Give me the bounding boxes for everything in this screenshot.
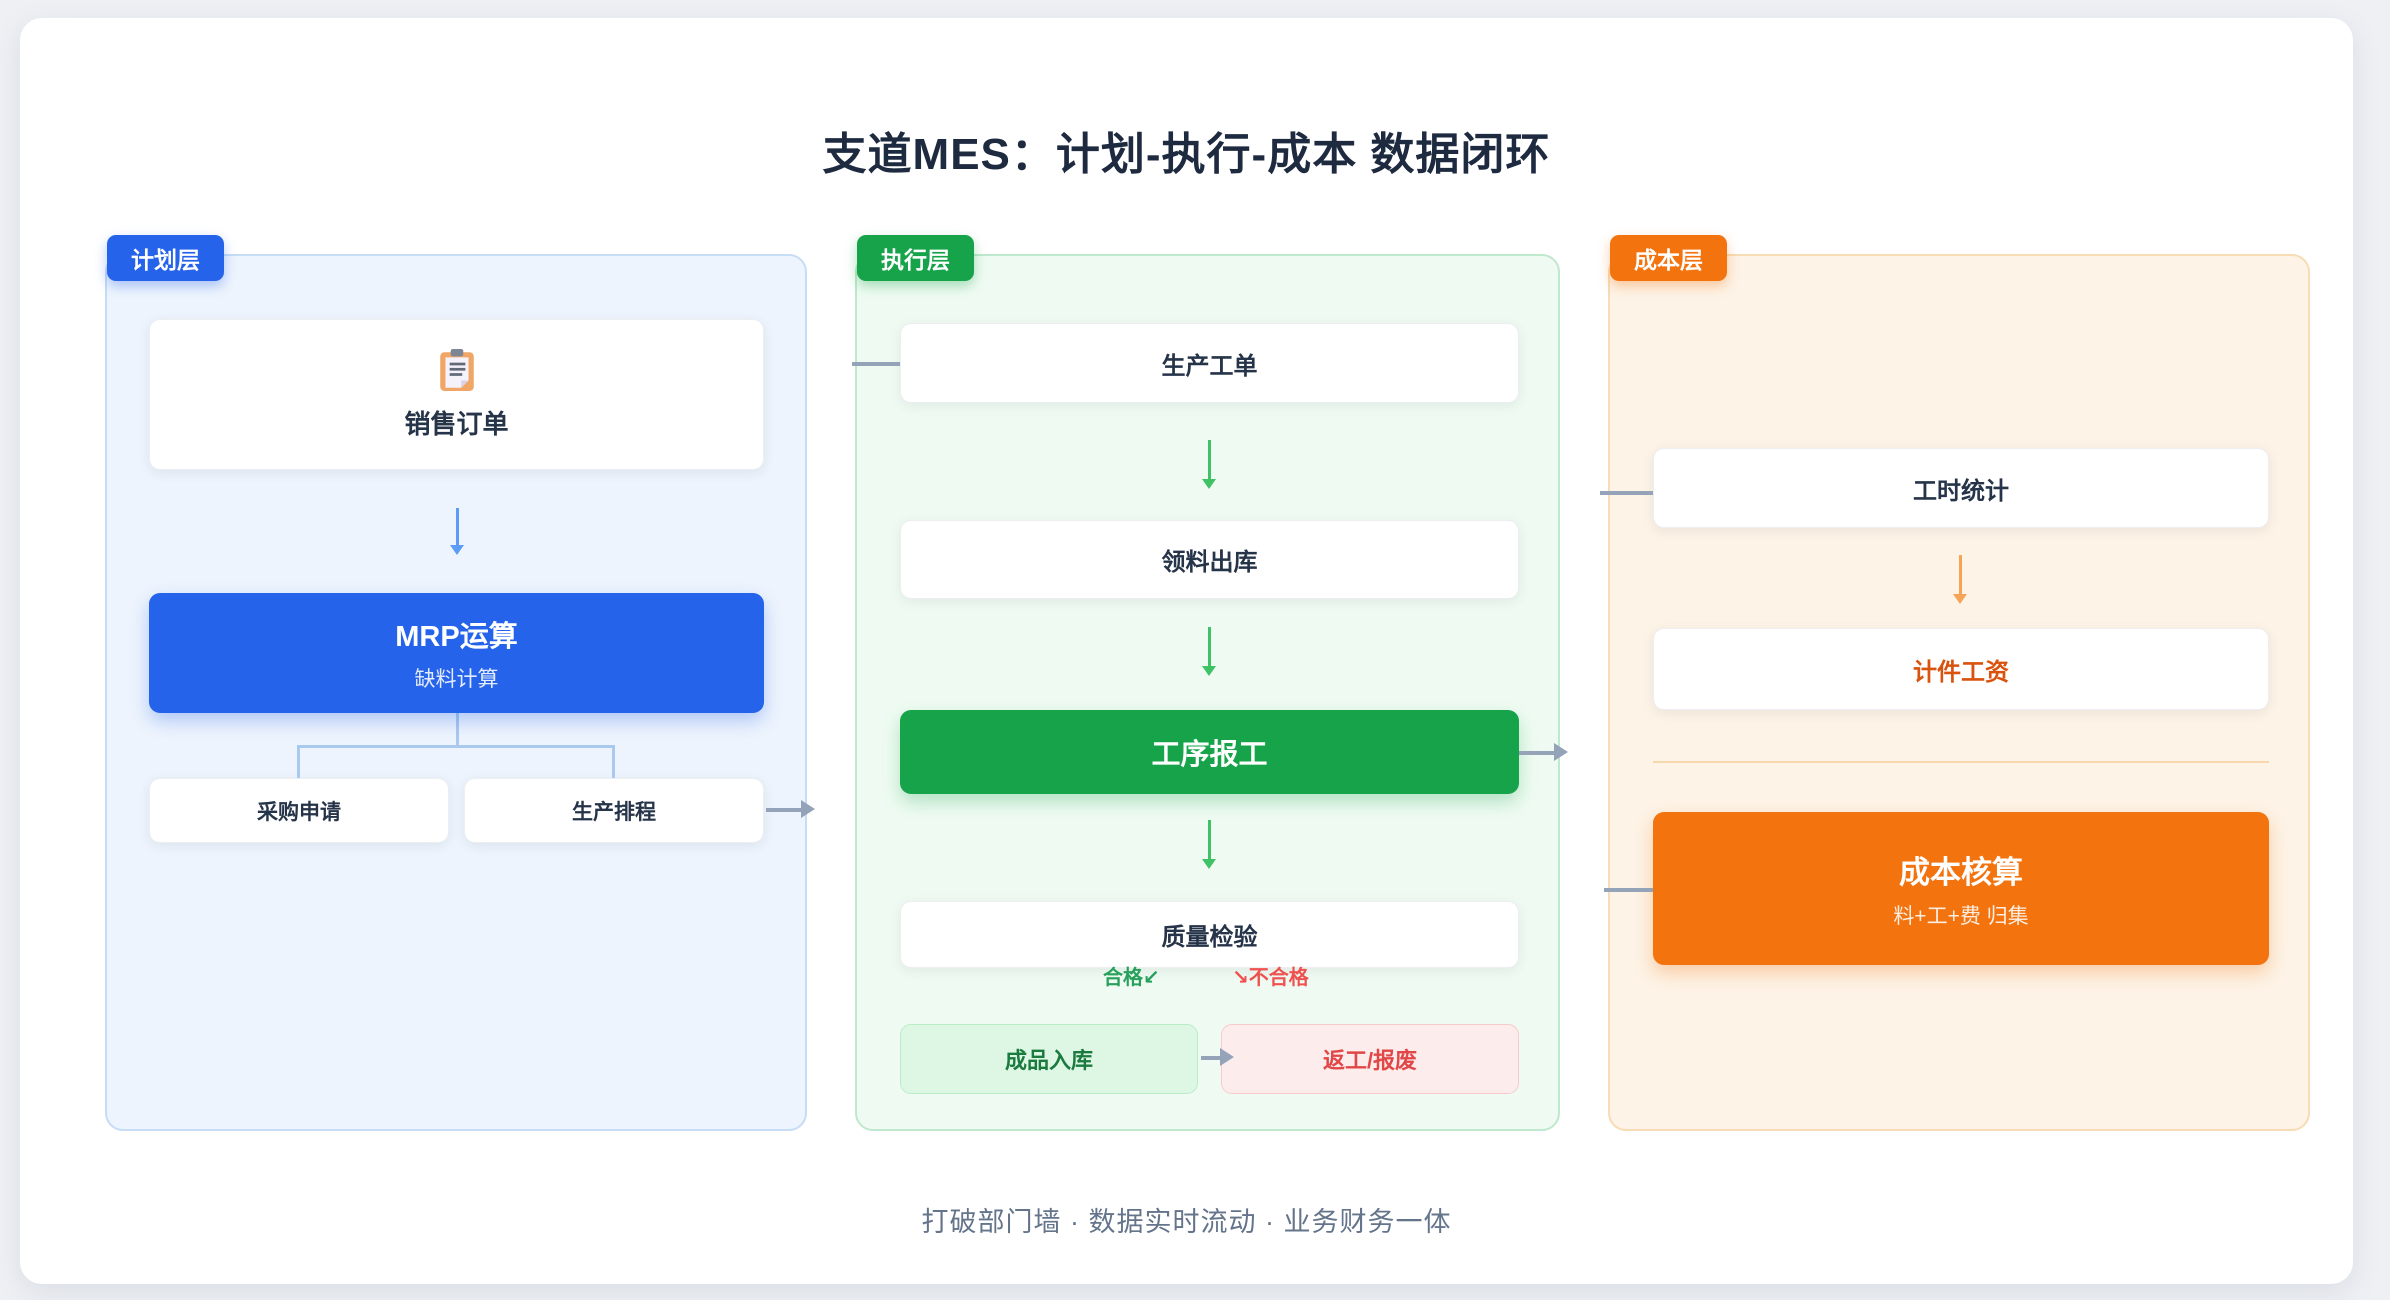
arrow-report-to-cost bbox=[1519, 744, 1568, 760]
arrow-finished-to-rework bbox=[1201, 1049, 1234, 1065]
work-order-card: 生产工单 bbox=[900, 323, 1519, 403]
tagline: 打破部门墙 · 数据实时流动 · 业务财务一体 bbox=[921, 1207, 1452, 1237]
cost-accounting-title: 成本核算 bbox=[1899, 855, 2023, 890]
arrow-material-to-report bbox=[1202, 627, 1216, 676]
rework-scrap-box: 返工/报废 bbox=[1221, 1024, 1519, 1094]
labor-hours-card: 工时统计 bbox=[1653, 448, 2269, 528]
quality-inspection-label: 质量检验 bbox=[1161, 924, 1258, 951]
work-order-label: 生产工单 bbox=[1161, 352, 1258, 380]
mrp-title: MRP运算 bbox=[395, 621, 518, 653]
diagram-card: 支道MES：计划-执行-成本 数据闭环 计划层 销售订单 MRP运算 bbox=[20, 18, 2353, 1284]
connector-into-costing bbox=[1604, 888, 1653, 892]
production-schedule-card: 生产排程 bbox=[464, 778, 764, 843]
mrp-branch-left-leg bbox=[297, 745, 300, 778]
arrow-hours-to-wage bbox=[1953, 555, 1967, 604]
finished-goods-box: 成品入库 bbox=[900, 1024, 1198, 1094]
planning-layer-badge: 计划层 bbox=[107, 235, 224, 281]
mrp-branch-right-leg bbox=[612, 745, 615, 778]
cost-accounting-box: 成本核算 料+工+费 归集 bbox=[1653, 812, 2269, 965]
arrow-schedule-to-execution bbox=[766, 801, 815, 817]
arrow-workorder-to-material bbox=[1202, 440, 1216, 489]
cost-layer-badge: 成本层 bbox=[1610, 235, 1727, 281]
execution-layer-panel: 执行层 生产工单 领料出库 工序报工 质量检验 合格↙ ↘不合格 成品入库 bbox=[852, 235, 1568, 1131]
arrow-report-to-quality bbox=[1202, 820, 1216, 869]
arrow-sales-to-mrp bbox=[450, 508, 464, 555]
cost-layer-panel: 成本层 工时统计 计件工资 成本核算 料+工+费 归集 bbox=[1600, 235, 2310, 1131]
sales-order-card: 销售订单 bbox=[149, 319, 764, 470]
production-schedule-label: 生产排程 bbox=[572, 800, 656, 824]
cost-accounting-subtitle: 料+工+费 归集 bbox=[1893, 905, 2029, 928]
quality-inspection-card: 质量检验 bbox=[900, 901, 1519, 968]
connector-into-labor-hours bbox=[1600, 491, 1653, 495]
mrp-branch-stem bbox=[456, 713, 459, 747]
purchase-request-label: 采购申请 bbox=[257, 800, 341, 824]
operation-report-box: 工序报工 bbox=[900, 710, 1519, 794]
planning-layer-panel: 计划层 销售订单 MRP运算 缺料计算 bbox=[105, 235, 815, 1131]
mrp-branch-bar bbox=[297, 745, 615, 748]
mrp-box: MRP运算 缺料计算 bbox=[149, 593, 764, 713]
finished-goods-label: 成品入库 bbox=[1004, 1048, 1093, 1073]
labor-hours-label: 工时统计 bbox=[1913, 477, 2009, 505]
mrp-subtitle: 缺料计算 bbox=[414, 668, 499, 691]
page-title: 支道MES：计划-执行-成本 数据闭环 bbox=[822, 130, 1551, 179]
cost-divider bbox=[1653, 761, 2269, 763]
sales-order-label: 销售订单 bbox=[404, 409, 509, 439]
rework-scrap-label: 返工/报废 bbox=[1322, 1048, 1418, 1073]
connector-into-work-order bbox=[852, 362, 900, 366]
clipboard-icon bbox=[439, 349, 474, 391]
piece-wage-label: 计件工资 bbox=[1913, 658, 2009, 686]
material-issue-label: 领料出库 bbox=[1161, 549, 1258, 576]
piece-wage-card: 计件工资 bbox=[1653, 628, 2269, 710]
execution-layer-badge: 执行层 bbox=[857, 235, 974, 281]
material-issue-card: 领料出库 bbox=[900, 520, 1519, 599]
pass-label: 合格↙ bbox=[1103, 967, 1160, 989]
fail-label: ↘不合格 bbox=[1232, 967, 1309, 989]
operation-report-label: 工序报工 bbox=[1151, 739, 1268, 771]
purchase-request-card: 采购申请 bbox=[149, 778, 449, 843]
